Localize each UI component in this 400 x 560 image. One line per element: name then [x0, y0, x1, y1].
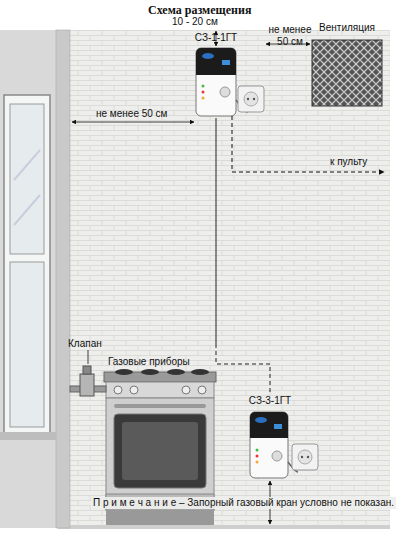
detector-box: СЗ-1-1ГТ: [186, 32, 246, 118]
node-label: СЗ-3-1ГТ: [242, 395, 298, 407]
dimension-line: [72, 122, 194, 123]
node-label: Вентиляция: [306, 22, 388, 34]
brick-wall: [58, 30, 390, 528]
annotation-label: не менее 50 см: [96, 108, 168, 120]
annotation-label: Газовые приборы: [108, 356, 190, 368]
note-text: П р и м е ч а н и е – Запорный газовый к…: [91, 497, 396, 509]
diagram-title: Схема размещения: [148, 4, 251, 18]
annotation-label: 10 - 20 см: [172, 16, 218, 28]
floor: [58, 525, 390, 529]
ventilation-box: Вентиляция: [306, 22, 388, 110]
window-pane: [10, 262, 44, 427]
annotation-label: не менее 50 см: [268, 24, 312, 47]
leader-line: [88, 350, 89, 364]
window-frame: [4, 95, 50, 435]
connector: [216, 118, 270, 395]
vent-grille: [312, 40, 382, 106]
detector-bottom: [250, 412, 318, 478]
detector-box: СЗ-3-1ГТ: [242, 395, 298, 480]
side-wall: [0, 30, 58, 528]
annotation-label: Клапан: [68, 338, 102, 350]
gas-valve: [70, 366, 106, 396]
detector-top: [196, 48, 264, 116]
panel-line: [232, 116, 384, 172]
window-glare: [14, 150, 40, 225]
window-pane: [10, 104, 44, 254]
wall-corner: [56, 30, 70, 528]
window-sill: [0, 432, 56, 440]
annotation-label: к пульту: [330, 156, 367, 168]
node-label: СЗ-1-1ГТ: [186, 32, 246, 44]
